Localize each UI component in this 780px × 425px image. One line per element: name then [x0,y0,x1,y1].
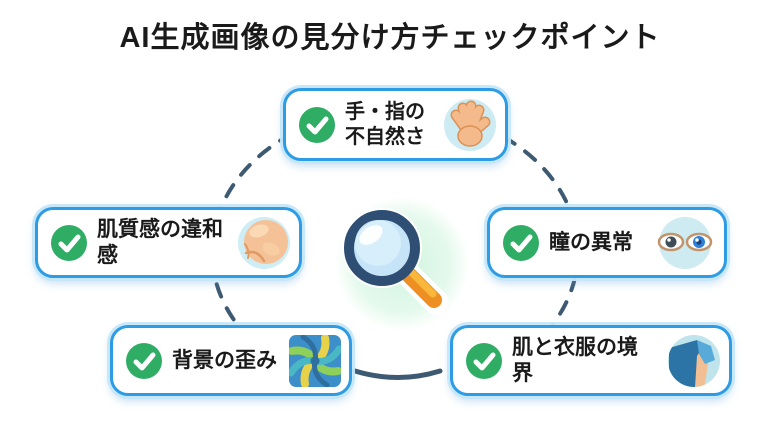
check-icon [51,224,87,261]
check-icon [299,106,335,143]
checkpoint-label: 瞳の異常 [549,230,633,254]
checkpoint-label: 肌質感の違和感 [97,217,223,267]
checkpoint-hands: 手・指の 不自然さ [283,88,508,161]
swirl-icon [289,334,341,387]
checkpoint-label: 背景の歪み [172,348,277,372]
checkpoint-background: 背景の歪み [110,325,352,396]
checkpoint-skin-texture: 肌質感の違和感 [35,207,302,278]
checkpoint-eyes: 瞳の異常 [487,207,727,278]
check-icon [126,342,162,379]
page-title: AI生成画像の見分け方チェックポイント [119,22,661,54]
magnifying-glass-icon [342,208,449,315]
checkpoint-clothing-boundary: 肌と衣服の境界 [450,325,732,396]
hand-icon [443,98,497,152]
eyes-icon [654,216,716,270]
check-icon [466,342,502,379]
solid-bottom-arc [352,368,443,380]
checkpoint-label: 手・指の 不自然さ [345,101,425,148]
checkpoint-label: 肌と衣服の境界 [512,335,638,385]
check-icon [503,224,539,261]
clothing-boundary-icon [667,334,721,388]
skin-texture-icon [237,216,291,270]
